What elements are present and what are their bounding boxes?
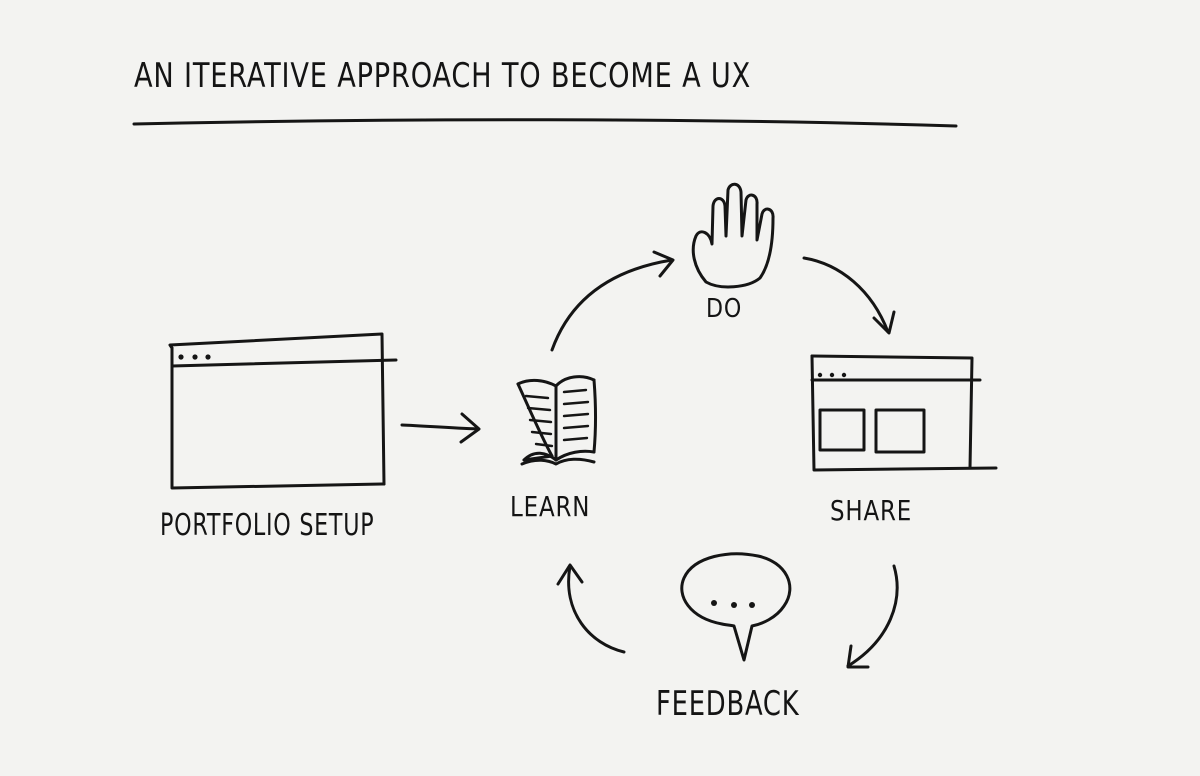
- diagram-title: AN ITERATIVE APPROACH TO BECOME A UX: [134, 56, 752, 96]
- open-book-icon: [516, 375, 597, 466]
- arrow-share-to-feedback: [846, 564, 899, 669]
- step-label-portfolio: PORTFOLIO SETUP: [160, 508, 375, 543]
- hand-icon: [691, 182, 775, 289]
- arrow-do-to-share: [802, 256, 896, 335]
- arrow-feedback-to-learn: [556, 563, 626, 654]
- step-label-do: DO: [706, 294, 743, 324]
- speech-bubble-icon: [680, 552, 792, 662]
- step-label-share: SHARE: [830, 494, 913, 527]
- step-label-feedback: FEEDBACK: [656, 684, 800, 724]
- browser-gallery-icon: [810, 354, 998, 472]
- browser-window-icon: [168, 332, 398, 490]
- arrow-portfolio-to-learn: [400, 412, 481, 444]
- title-underline: [132, 118, 958, 128]
- arrow-learn-to-do: [550, 250, 675, 352]
- step-label-learn: LEARN: [510, 490, 591, 523]
